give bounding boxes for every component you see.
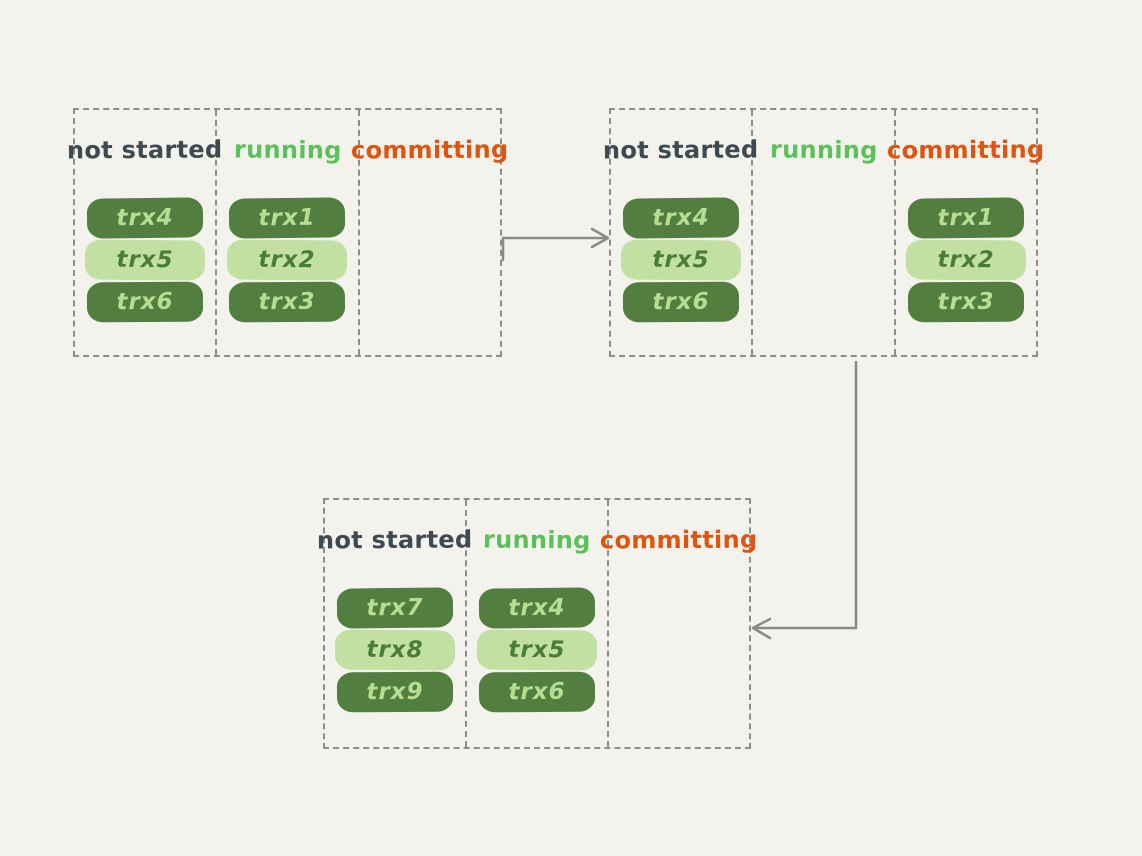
column-committing: committing — [351, 110, 509, 355]
transaction-pill: trx2 — [905, 239, 1026, 281]
column-not-started: not started trx7 trx8 trx9 — [317, 500, 473, 747]
transaction-pill: trx9 — [336, 671, 454, 713]
pill-stack: trx1 trx2 trx3 — [227, 197, 348, 323]
state-panel-snapshot-3: not started trx7 trx8 trx9 running trx4 … — [317, 498, 758, 749]
column-label-running: running — [483, 525, 591, 555]
transaction-pill: trx4 — [478, 587, 596, 629]
column-running: running — [751, 110, 893, 355]
column-label-not-started: not started — [67, 135, 223, 165]
column-running: running trx4 trx5 trx6 — [465, 500, 607, 747]
state-panel-snapshot-1: not started trx4 trx5 trx6 running trx1 … — [67, 108, 509, 357]
transaction-pill: trx4 — [622, 197, 740, 239]
column-label-committing: committing — [351, 135, 509, 165]
pill-stack: trx7 trx8 trx9 — [334, 587, 456, 713]
column-label-running: running — [769, 135, 878, 165]
transaction-pill: trx6 — [87, 281, 204, 323]
transaction-pill: trx3 — [907, 281, 1024, 323]
transaction-pill: trx5 — [84, 239, 206, 281]
transaction-pill: trx4 — [86, 197, 204, 239]
transaction-pill: trx1 — [229, 197, 346, 239]
pill-stack: trx4 trx5 trx6 — [620, 197, 742, 323]
transaction-pill: trx6 — [623, 281, 740, 323]
transaction-pill: trx8 — [334, 629, 456, 671]
arrow-snapshot1-to-snapshot2 — [501, 227, 610, 262]
state-panel-snapshot-2: not started trx4 trx5 trx6 running commi… — [603, 108, 1045, 357]
transaction-pill: trx1 — [907, 197, 1025, 239]
column-not-started: not started trx4 trx5 trx6 — [603, 110, 759, 355]
pill-stack: trx4 trx5 trx6 — [476, 587, 598, 713]
arrowhead-right-icon — [590, 227, 610, 249]
column-label-not-started: not started — [317, 525, 473, 555]
pill-stack: trx4 trx5 trx6 — [84, 197, 206, 323]
transaction-pill: trx2 — [227, 239, 348, 281]
transaction-pill: trx5 — [476, 629, 598, 671]
column-label-committing: committing — [887, 135, 1045, 165]
column-label-committing: committing — [600, 525, 758, 555]
arrow-snapshot2-to-snapshot3 — [751, 360, 858, 640]
column-running: running trx1 trx2 trx3 — [215, 110, 357, 355]
column-label-not-started: not started — [603, 135, 759, 165]
arrowhead-left-icon — [751, 617, 772, 640]
transaction-pill: trx7 — [336, 587, 454, 629]
pill-stack: trx1 trx2 trx3 — [905, 197, 1026, 323]
column-label-running: running — [233, 135, 342, 165]
transaction-pill: trx5 — [620, 239, 742, 281]
column-committing: committing — [600, 500, 758, 747]
column-committing: committing trx1 trx2 trx3 — [887, 110, 1045, 355]
transaction-pill: trx6 — [478, 671, 596, 713]
transaction-pill: trx3 — [229, 281, 346, 323]
column-not-started: not started trx4 trx5 trx6 — [67, 110, 223, 355]
